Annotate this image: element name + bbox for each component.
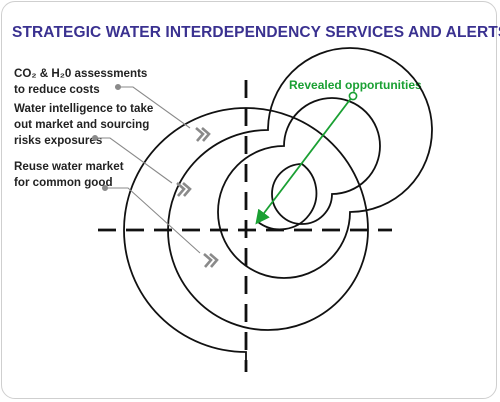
label-intelligence-line-2: out market and sourcing [14,118,150,131]
label-co2-assessments: CO₂ & H₂0 assessments to reduce costs [14,66,147,98]
label-reuse-line-2: for common good [14,176,113,189]
label-reuse-line-1: Reuse water market [14,160,124,173]
revealed-opportunities-pointer [255,91,358,225]
leader-line-co2 [118,86,191,129]
label-intelligence-line-3: risks exposures [14,134,103,147]
green-anchor-dot [348,91,358,101]
leader-line-reuse [105,187,201,254]
label-reuse-water: Reuse water market for common good [14,159,124,191]
label-intelligence-line-1: Water intelligence to take [14,102,154,115]
label-co2-line-1: CO₂ & H₂0 assessments [14,67,148,80]
label-revealed-opportunities: Revealed opportunities [289,78,422,92]
label-co2-line-2: to reduce costs [14,83,100,96]
leader-line-intelligence [95,137,173,184]
chevron-icon-outer [195,127,211,142]
chevron-icon-middle [176,182,192,197]
page-title: STRATEGIC WATER INTERDEPENDENCY SERVICES… [12,24,500,41]
green-arrow [255,96,353,225]
spiral-path [123,47,433,365]
label-water-intelligence: Water intelligence to take out market an… [14,101,153,149]
chevron-icon-inner [203,253,219,268]
crosshair [98,80,392,372]
